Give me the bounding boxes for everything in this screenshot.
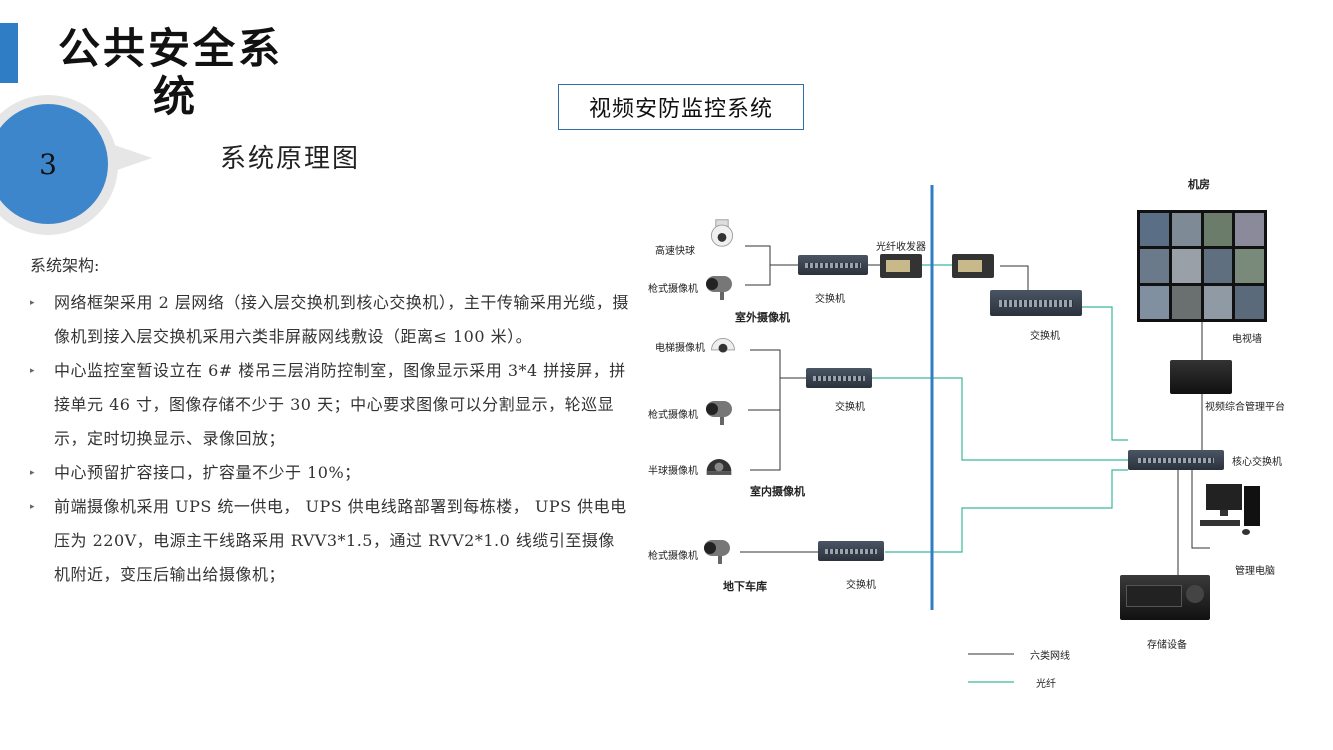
diagram-title-box: 视频安防监控系统 (558, 84, 804, 130)
title-line-2: 统 (153, 72, 199, 121)
screen-tile (1203, 285, 1233, 319)
section-number: 3 (39, 147, 57, 181)
bullet-item: 网络框架采用 2 层网络（接入层交换机到核心交换机），主干传输采用光缆，摄像机到… (30, 286, 630, 354)
screen-tile (1171, 213, 1201, 247)
screen-tile (1140, 213, 1169, 247)
label-bullet-outdoor: 枪式摄像机 (648, 284, 698, 295)
screen-tile (1235, 249, 1264, 283)
screen-tile (1235, 285, 1264, 319)
body-text: 系统架构: 网络框架采用 2 层网络（接入层交换机到核心交换机），主干传输采用光… (30, 252, 630, 592)
screen-tile (1235, 213, 1264, 247)
screen-tile (1171, 285, 1201, 319)
bullet-camera-icon (704, 540, 730, 564)
section-bubble-tail (100, 140, 152, 176)
fiber-transceiver-label-plate (886, 260, 910, 272)
label-speed-dome: 高速快球 (655, 246, 695, 257)
screen-tile (1140, 285, 1169, 319)
fiber-transceiver-icon (952, 254, 994, 278)
machine-room-label: 机房 (1188, 178, 1210, 191)
screen-tile (1171, 249, 1201, 283)
section-subtitle: 系统原理图 (220, 144, 361, 174)
group-outdoor-label: 室外摄像机 (735, 311, 790, 324)
fiber-lines (872, 264, 1128, 553)
intro-label: 系统架构: (30, 256, 100, 275)
switch-room-icon (990, 290, 1082, 316)
bullet-camera-icon (706, 276, 732, 300)
group-garage-label: 地下车库 (723, 580, 767, 593)
title-line-1: 公共安全系 (58, 24, 284, 73)
switch-outdoor-icon (798, 255, 868, 275)
label-switch-garage: 交换机 (846, 580, 876, 591)
legend-cat6-label: 六类网线 (1030, 651, 1070, 662)
label-bullet-indoor: 枪式摄像机 (648, 410, 698, 421)
label-elevator-cam: 电梯摄像机 (655, 343, 705, 354)
storage-panel (1126, 585, 1182, 607)
switch-garage-icon (818, 541, 884, 561)
storage-device-icon (1120, 575, 1210, 620)
fiber-transceiver-label-plate (958, 260, 982, 272)
legend-fiber-label: 光纤 (1036, 679, 1056, 690)
page-title: 公共安全系 统 (58, 25, 298, 121)
bullet-item: 中心监控室暂设立在 6# 楼吊三层消防控制室，图像显示采用 3*4 拼接屏，拼接… (30, 354, 630, 456)
video-wall-icon (1137, 210, 1267, 322)
diagram-title: 视频安防监控系统 (588, 97, 773, 122)
switch-indoor-icon (806, 368, 872, 388)
bullet-item: 前端摄像机采用 UPS 统一供电， UPS 供电线路部署到每栋楼， UPS 供电… (30, 490, 630, 592)
cat6-lines (740, 245, 1210, 575)
storage-knob (1186, 585, 1204, 603)
group-indoor-label: 室内摄像机 (750, 485, 805, 498)
label-video-wall: 电视墙 (1232, 334, 1262, 345)
speed-dome-camera-icon (710, 219, 734, 247)
label-switch-outdoor: 交换机 (815, 294, 845, 305)
core-switch-icon (1128, 450, 1224, 470)
half-dome-camera-icon (706, 459, 732, 475)
screen-tile (1140, 249, 1169, 283)
mgmt-platform-icon (1170, 360, 1232, 394)
section-number-badge: 3 (0, 104, 108, 224)
label-storage: 存储设备 (1147, 640, 1187, 651)
label-core-switch: 核心交换机 (1232, 457, 1282, 468)
label-switch-indoor: 交换机 (835, 402, 865, 413)
label-bullet-garage: 枪式摄像机 (648, 551, 698, 562)
bullet-item: 中心预留扩容接口，扩容量不少于 10%； (30, 456, 630, 490)
elevator-camera-icon (711, 338, 735, 353)
mgmt-pc-icon (1200, 484, 1260, 535)
label-fiber-transceiver: 光纤收发器 (876, 242, 926, 253)
fiber-transceiver-icon (880, 254, 922, 278)
label-mgmt-platform: 视频综合管理平台 (1205, 402, 1285, 413)
bullet-camera-icon (706, 401, 732, 425)
label-half-dome: 半球摄像机 (648, 466, 698, 477)
label-switch-room: 交换机 (1030, 331, 1060, 342)
screen-tile (1203, 213, 1233, 247)
label-mgmt-pc: 管理电脑 (1235, 566, 1275, 577)
accent-bar (0, 23, 18, 83)
screen-tile (1203, 249, 1233, 283)
